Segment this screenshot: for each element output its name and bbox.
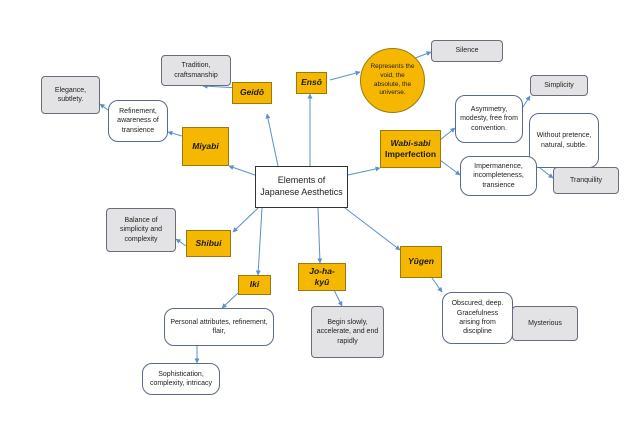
arrow-refinement-elegance <box>99 103 109 111</box>
arrow-johakyu-begin <box>333 289 343 307</box>
imperfection-label: Imperfection <box>385 149 437 159</box>
without-pretence-note: Without pretence, natural, subtle. <box>529 113 599 168</box>
arrow-center-geido <box>265 113 279 167</box>
wabi-sabi-node: Wabi-sabi Imperfection <box>380 130 441 168</box>
balance-note: Balance of simplicity and complexity <box>106 208 176 252</box>
arrow-wabi-impermanence <box>439 159 461 176</box>
arrow-center-yugen <box>344 207 401 251</box>
tranquility-note: Tranquility <box>553 167 619 194</box>
miyabi-node: Miyabi <box>182 127 229 166</box>
begin-slowly-note: Begin slowly, accelerate, and end rapidl… <box>311 306 384 358</box>
personal-attributes-note: Personal attributes, refinement, flair, <box>164 308 274 346</box>
yugen-node: Yūgen <box>400 246 442 278</box>
arrow-center-iki <box>255 207 263 276</box>
arrow-center-miyabi <box>228 165 256 176</box>
elegance-note: Elegance, subtlety. <box>41 76 100 114</box>
arrow-center-shibui <box>232 207 259 233</box>
obscured-note: Obscured, deep. Gracefulness arising fro… <box>442 292 513 344</box>
arrow-center-johakyu <box>317 207 323 264</box>
center-node: Elements of Japanese Aesthetics <box>255 166 348 208</box>
arrow-wabi-asymmetry <box>439 127 456 141</box>
wabi-sabi-label: Wabi-sabi <box>390 137 431 148</box>
johakyu-node: Jo-ha-kyū <box>298 263 346 291</box>
arrow-miyabi-refinement <box>167 130 183 137</box>
shibui-node: Shibui <box>186 230 231 257</box>
geido-node: Geidō <box>232 82 272 104</box>
refinement-note: Refinement, awareness of transience <box>108 100 168 142</box>
silence-note: Silence <box>431 40 503 62</box>
arrow-center-wabi <box>347 166 381 176</box>
iki-node: Iki <box>238 275 271 295</box>
arrow-enso-circle <box>329 70 361 81</box>
enso-node: Ensō <box>296 72 327 94</box>
simplicity-note: Simplicity <box>530 75 588 96</box>
sophistication-note: Sophistication, complexity, intricacy <box>142 363 220 395</box>
asymmetry-note: Asymmetry, modesty, free from convention… <box>455 95 523 143</box>
arrow-iki-personal <box>221 292 239 309</box>
arrow-yugen-obscured <box>431 277 443 293</box>
arrow-shibui-balance <box>175 238 187 247</box>
enso-circle: Represents the void, the absolute, the u… <box>360 48 425 113</box>
arrow-pretence-tranquility <box>539 167 554 179</box>
impermanence-note: Impermanence, incompleteness, transience <box>460 156 537 196</box>
arrow-asymmetry-simplicity <box>522 95 531 108</box>
tradition-note: Tradition, craftsmanship <box>161 55 231 86</box>
mysterious-note: Mysterious <box>512 306 578 341</box>
